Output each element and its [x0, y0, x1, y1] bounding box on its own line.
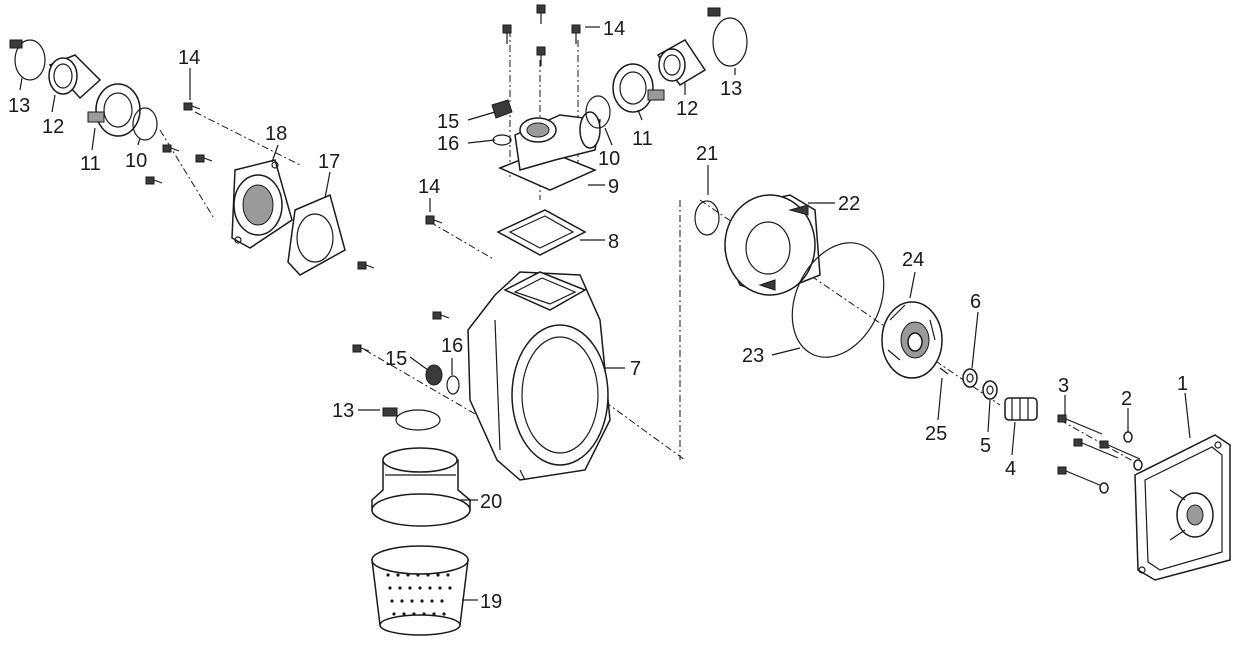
volute-22 [724, 194, 821, 296]
washers-2 [1099, 431, 1143, 494]
bolts-top [425, 4, 581, 225]
callout-19: 19 [480, 591, 502, 613]
hose-barb-12-left [48, 54, 102, 100]
suction-adapter-20 [371, 447, 471, 527]
callout-9: 9 [608, 176, 619, 198]
hose-clamp-13-right [707, 7, 748, 67]
callout-10-right: 10 [598, 148, 620, 170]
leader-lines [19, 26, 1191, 601]
union-nut-11-left [87, 83, 141, 137]
callout-6: 6 [970, 291, 981, 313]
callout-18: 18 [265, 123, 287, 145]
callout-2: 2 [1121, 388, 1132, 410]
shim-25 [939, 367, 949, 375]
callout-22: 22 [838, 193, 860, 215]
callout-8: 8 [608, 231, 619, 253]
o-ring-16-top [492, 134, 512, 146]
impeller-24 [881, 301, 943, 379]
gasket-8 [496, 209, 587, 256]
washer-5 [982, 380, 998, 400]
hose-clamp-13-bottom [382, 407, 441, 431]
callout-11-right: 11 [632, 128, 653, 150]
callout-15-bottom: 15 [385, 348, 407, 370]
callout-14-left: 14 [178, 47, 200, 69]
bearing-housing-1 [1134, 434, 1231, 581]
callout-12-left: 12 [42, 116, 64, 138]
o-ring-23 [791, 242, 885, 358]
pump-casing-7 [467, 271, 611, 481]
bolts-3 [1057, 414, 1141, 487]
callout-13-left: 13 [8, 95, 30, 117]
callout-13-right: 13 [720, 78, 742, 100]
callout-16-top: 16 [437, 133, 459, 155]
callout-13-bottom: 13 [332, 400, 354, 422]
drain-plug-15-bottom [352, 311, 450, 386]
callouts: 13 12 11 10 14 18 17 14 15 16 9 8 10 11 … [8, 18, 1188, 613]
inlet-flange-18 [231, 159, 293, 249]
union-nut-11-right [612, 63, 665, 113]
callout-16-bottom: 16 [441, 335, 463, 357]
washer-6 [962, 368, 978, 388]
hose-barb-12-right [656, 39, 707, 86]
strainer-19 [371, 545, 469, 636]
callout-10-left: 10 [125, 150, 147, 172]
o-ring-16-bottom [446, 375, 460, 395]
o-ring-10-left [132, 107, 158, 141]
callout-7: 7 [630, 358, 641, 380]
o-ring-10-right [585, 95, 611, 129]
bolts-left [145, 102, 375, 270]
callout-14-mid: 14 [418, 176, 440, 198]
callout-17: 17 [318, 151, 340, 173]
callout-1: 1 [1177, 373, 1188, 395]
callout-11-left: 11 [80, 153, 101, 175]
callout-14-top: 14 [603, 18, 625, 40]
callout-24: 24 [902, 249, 924, 271]
callout-3: 3 [1058, 375, 1069, 397]
callout-12-right: 12 [676, 98, 698, 120]
callout-4: 4 [1005, 458, 1016, 480]
outlet-elbow-9 [498, 111, 601, 191]
o-ring-21 [694, 200, 720, 236]
mechanical-seal-4 [1004, 397, 1038, 421]
callout-21: 21 [696, 143, 718, 165]
callout-15-top: 15 [437, 111, 459, 133]
plug-15-top [491, 99, 513, 119]
callout-5: 5 [980, 435, 991, 457]
gasket-17 [287, 193, 346, 276]
callout-23: 23 [742, 345, 764, 367]
hose-clamp-13-left [9, 39, 46, 81]
callout-20: 20 [480, 491, 502, 513]
callout-25: 25 [925, 423, 947, 445]
